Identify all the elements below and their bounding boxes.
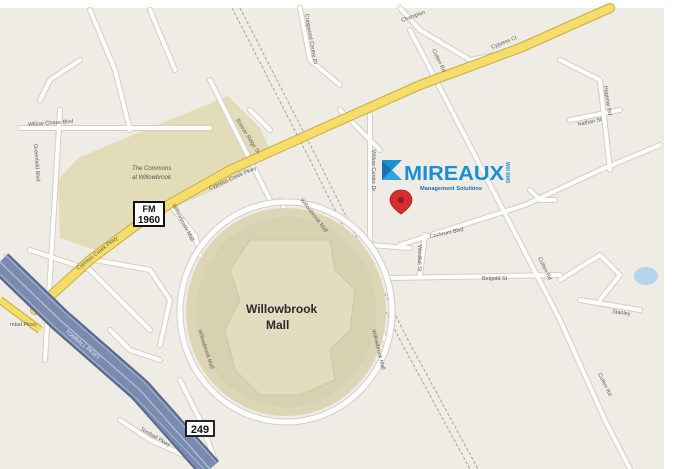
label-willow-chase-blvd: Willow Chase Blvd xyxy=(28,119,74,128)
label-mall-line1: Willowbrook xyxy=(246,302,318,316)
svg-text:249: 249 xyxy=(191,424,209,436)
tomball-pkwy-highway xyxy=(0,253,219,469)
fm-1960-shield: FM 1960 xyxy=(133,201,165,227)
svg-text:MIREAUX: MIREAUX xyxy=(404,163,505,185)
label-commons-line1: The Commons xyxy=(132,166,171,172)
cypress-creek-pkwy xyxy=(30,3,615,315)
mireaux-logo[interactable]: MIREAUX Management Solutions Will BMS xyxy=(382,160,510,192)
map-border-right xyxy=(664,0,674,469)
label-belgold-st: Belgold St xyxy=(482,276,508,282)
water-pond xyxy=(634,267,658,285)
map-border-top xyxy=(0,0,674,8)
mall-building xyxy=(224,239,356,396)
label-tomball-pkwy-left: mbal Pkwy xyxy=(10,322,37,328)
label-willow-centre-dr: Willow Centre Dr xyxy=(370,150,376,191)
label-commons-line2: at Willowbrook xyxy=(132,175,172,181)
label-mall-line2: Mall xyxy=(266,318,289,332)
mireaux-logo-mark-icon xyxy=(382,160,402,180)
svg-text:Management Solutions: Management Solutions xyxy=(420,186,482,192)
mall-ring-road xyxy=(177,199,395,425)
commons-area xyxy=(58,96,270,250)
route-249-shield: 249 xyxy=(185,420,215,437)
label-nathan-st: Nathan St xyxy=(577,117,603,128)
label-stanley: Stanley xyxy=(612,309,631,318)
svg-text:Will BMS: Will BMS xyxy=(504,162,510,184)
location-marker-icon[interactable] xyxy=(389,189,413,215)
label-hagenar-rd: Hagenar Rd xyxy=(602,85,612,115)
label-greenfield-blvd: Greenfield Blvd xyxy=(32,144,41,182)
svg-text:1960: 1960 xyxy=(138,215,161,226)
svg-text:FM: FM xyxy=(143,204,156,214)
label-windfall-st: Windfall St xyxy=(416,245,422,272)
